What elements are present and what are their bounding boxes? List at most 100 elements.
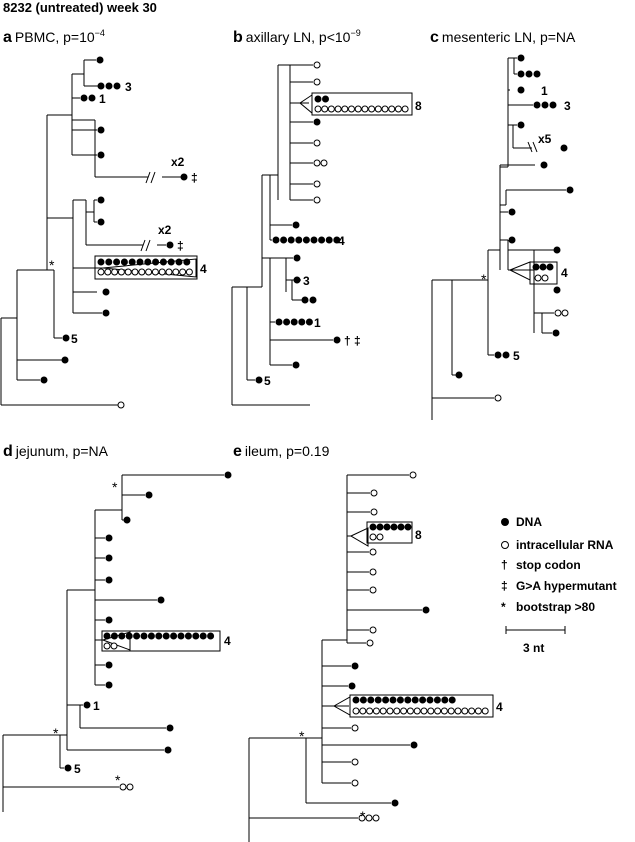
- rna-dot: [454, 707, 462, 715]
- rna-dot: [351, 779, 359, 787]
- dna-dot: [287, 236, 295, 244]
- dna-dot: [374, 696, 382, 704]
- dna-dot: [310, 236, 318, 244]
- dna-dot: [280, 236, 288, 244]
- rna-dot: [320, 159, 328, 167]
- rna-dot: [111, 268, 119, 276]
- dna-dot: [166, 241, 174, 249]
- collapsed-clade-box: [101, 630, 221, 652]
- dna-dot: [275, 318, 283, 326]
- legend-asterisk-symbol: *: [501, 600, 506, 614]
- rna-dot: [468, 707, 476, 715]
- dna-dot: [40, 376, 48, 384]
- rna-dot: [427, 707, 435, 715]
- dna-dot: [64, 764, 72, 772]
- panel-e-markers: * * 8 4: [299, 471, 503, 824]
- rna-dot: [359, 707, 367, 715]
- dna-dot: [455, 371, 463, 379]
- rna-dot: [179, 268, 187, 276]
- legend-ddagger-label: G>A hypermutant: [516, 579, 617, 593]
- count-label: x2: [158, 223, 172, 237]
- dna-dot: [552, 329, 560, 337]
- dna-dot: [97, 126, 105, 134]
- dna-dot: [553, 246, 561, 254]
- rna-dot: [348, 105, 355, 113]
- rna-dot: [313, 196, 321, 204]
- bootstrap-asterisk: *: [53, 725, 59, 741]
- panel-e-tree: [248, 474, 422, 842]
- dna-dot: [105, 258, 113, 266]
- dna-dot: [348, 682, 356, 690]
- rna-dot: [158, 268, 166, 276]
- rna-dot: [313, 78, 321, 86]
- rna-dot: [434, 707, 442, 715]
- rna-dot: [534, 274, 542, 282]
- dna-dot: [533, 101, 541, 109]
- dna-dot: [367, 696, 375, 704]
- dna-dot: [96, 56, 104, 64]
- dna-dot: [410, 741, 418, 749]
- dna-dot: [302, 236, 310, 244]
- dna-dot: [517, 54, 525, 62]
- clade-label: 1: [93, 699, 100, 713]
- clade-label: 4: [338, 234, 345, 248]
- dna-dot: [113, 258, 121, 266]
- clade-label: 1: [314, 316, 321, 330]
- dna-dot: [144, 258, 152, 266]
- rna-dot: [561, 309, 569, 317]
- dna-dot: [314, 95, 322, 103]
- dna-dot: [97, 218, 105, 226]
- bootstrap-asterisk: *: [299, 728, 305, 744]
- dna-dot: [97, 151, 105, 159]
- dna-dot: [540, 161, 548, 169]
- dna-dot: [170, 632, 178, 640]
- dna-dot: [411, 696, 419, 704]
- dna-dot: [83, 701, 91, 709]
- dna-dot: [441, 696, 449, 704]
- dna-dot: [292, 361, 300, 369]
- rna-dot: [365, 814, 373, 822]
- dna-dot: [128, 258, 136, 266]
- rna-dot: [420, 707, 428, 715]
- dna-dot: [133, 632, 141, 640]
- dna-dot: [272, 236, 280, 244]
- dna-dot: [517, 86, 525, 94]
- dna-dot: [293, 276, 301, 284]
- dna-dot: [333, 236, 341, 244]
- clade-label: 5: [264, 374, 271, 388]
- bootstrap-asterisk: *: [481, 271, 487, 287]
- rna-dot: [352, 707, 360, 715]
- dna-dot: [533, 70, 541, 78]
- dna-dot: [97, 196, 105, 204]
- rna-dot: [369, 626, 377, 634]
- rna-dot: [313, 139, 321, 147]
- rna-dot: [413, 707, 421, 715]
- rna-dot: [474, 707, 482, 715]
- rna-dot: [386, 707, 394, 715]
- rna-dot: [313, 159, 321, 167]
- dna-dot: [376, 523, 384, 531]
- clade-label: 4: [561, 266, 568, 280]
- legend-rna-label: intracellular RNA: [516, 538, 614, 552]
- rna-dot: [494, 394, 502, 402]
- rna-dot: [394, 105, 402, 113]
- dna-dot: [175, 258, 183, 266]
- dna-dot: [166, 724, 174, 732]
- dna-dot: [184, 632, 192, 640]
- rna-dot: [117, 268, 125, 276]
- dna-dot: [389, 696, 397, 704]
- dna-dot: [155, 632, 163, 640]
- rna-dot: [393, 707, 401, 715]
- rna-dot: [370, 508, 378, 516]
- rna-dot: [313, 180, 321, 188]
- dna-dot: [105, 661, 113, 669]
- rna-dot: [314, 105, 322, 113]
- dna-dot: [113, 82, 121, 90]
- rna-dot: [401, 105, 409, 113]
- clade-label: 3: [125, 80, 132, 94]
- bootstrap-asterisk: *: [360, 808, 366, 824]
- rna-dot: [124, 268, 132, 276]
